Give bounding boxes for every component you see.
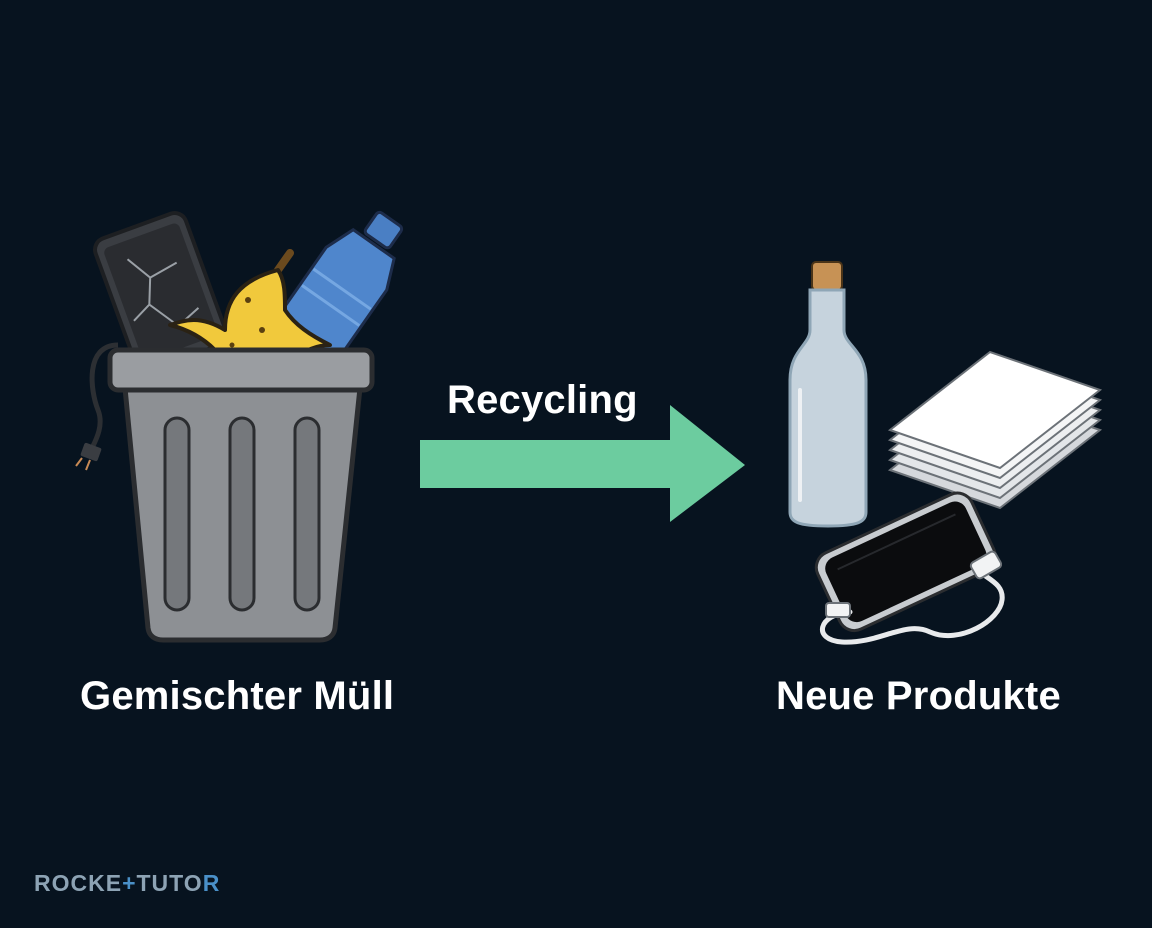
- target-label: Neue Produkte: [776, 674, 1061, 718]
- brand-logo-plus: +: [122, 870, 137, 896]
- trash-can-icon: [107, 347, 375, 643]
- brand-logo: ROCKE+TUTOR: [34, 870, 220, 897]
- source-label: Gemischter Müll: [80, 674, 395, 718]
- brand-logo-end: R: [202, 870, 221, 896]
- glass-bottle-icon: [788, 261, 868, 528]
- smartphone-icon: [814, 491, 997, 633]
- cable-icon: [75, 342, 119, 471]
- charging-cable-icon: [820, 550, 1005, 645]
- process-label: Recycling: [447, 378, 638, 422]
- brand-logo-part: TUTO: [136, 870, 203, 896]
- paper-stack-icon: [887, 350, 1103, 510]
- brand-logo-part: ROCKE: [34, 870, 123, 896]
- arrow-right-icon: [420, 405, 745, 522]
